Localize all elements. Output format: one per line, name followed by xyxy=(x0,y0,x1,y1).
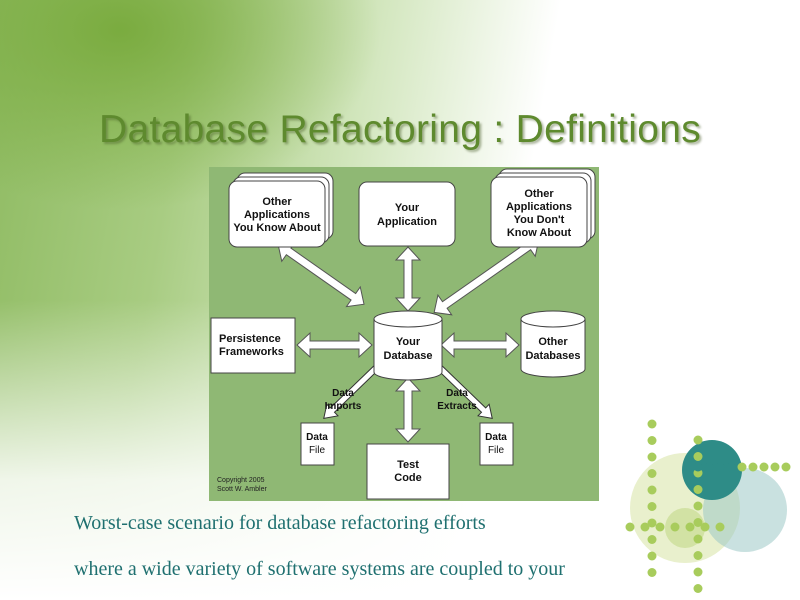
decor-dot xyxy=(655,522,665,532)
decor-dot xyxy=(700,522,710,532)
decor-dot xyxy=(693,584,703,593)
node-other-apps-known: Other Applications You Know About xyxy=(228,172,334,248)
svg-text:Scott W. Ambler: Scott W. Ambler xyxy=(217,486,267,493)
other-db-line-1: Other xyxy=(538,336,568,348)
decor-dot xyxy=(770,462,780,472)
node-data-file-right: Data File xyxy=(479,422,514,466)
decor-dot xyxy=(685,522,695,532)
svg-text:Data: Data xyxy=(306,432,328,443)
arrow-database-otherdbs xyxy=(440,331,520,359)
arrow-database-testcode xyxy=(394,377,422,443)
svg-text:Data: Data xyxy=(446,388,468,399)
arrow-imports xyxy=(323,364,380,420)
known-apps-line-3: You Know About xyxy=(233,222,321,234)
decor-dot xyxy=(625,522,635,532)
persistence-line-1: Persistence xyxy=(219,333,281,345)
other-db-line-2: Databases xyxy=(525,350,580,362)
node-test-code: Test Code xyxy=(366,443,450,500)
decor-dot xyxy=(693,518,703,527)
decor-dot xyxy=(647,469,657,478)
decor-dot xyxy=(693,485,703,494)
decor-dot xyxy=(647,502,657,511)
decor-dot xyxy=(647,452,657,462)
unknown-apps-line-4: Know About xyxy=(507,227,572,239)
decor-dot xyxy=(647,436,657,445)
your-app-line-1: Your xyxy=(395,202,420,214)
decor-dot xyxy=(693,462,703,472)
persistence-line-2: Frameworks xyxy=(219,346,284,358)
known-apps-line-1: Other xyxy=(262,196,292,208)
decor-dot xyxy=(693,452,703,461)
copyright-notice: Copyright 2005 Scott W. Ambler xyxy=(217,477,267,493)
decor-dot xyxy=(647,518,657,528)
svg-text:Data: Data xyxy=(332,388,354,399)
decor-dot xyxy=(693,567,703,577)
decor-dot xyxy=(693,435,703,445)
svg-text:Copyright 2005: Copyright 2005 xyxy=(217,477,265,484)
decor-dot xyxy=(693,501,703,511)
svg-text:File: File xyxy=(309,445,326,456)
unknown-apps-line-2: Applications xyxy=(506,201,572,213)
decor-dot xyxy=(781,462,791,472)
node-your-database: Your Database xyxy=(373,310,443,381)
node-data-file-left: Data File xyxy=(300,422,335,466)
caption-line-1: Worst-case scenario for database refacto… xyxy=(74,512,486,534)
svg-text:Extracts: Extracts xyxy=(437,401,477,412)
unknown-apps-line-3: You Don't xyxy=(514,214,565,226)
arrow-persistence-database xyxy=(296,331,373,359)
svg-text:Test: Test xyxy=(397,459,419,471)
decor-dot xyxy=(640,522,650,532)
your-app-line-2: Application xyxy=(377,216,437,228)
arrows xyxy=(296,246,520,443)
file-arrows xyxy=(323,364,493,420)
decor-dot xyxy=(704,462,714,472)
decor-dot xyxy=(748,462,758,472)
svg-text:Imports: Imports xyxy=(325,401,362,412)
decor-dot xyxy=(647,535,657,544)
known-apps-line-2: Applications xyxy=(244,209,310,221)
svg-text:File: File xyxy=(488,445,505,456)
your-db-line-1: Your xyxy=(396,336,421,348)
node-other-apps-unknown: Other Applications You Don't Know About xyxy=(490,168,596,248)
svg-text:Code: Code xyxy=(394,472,422,484)
decor-dot xyxy=(726,462,736,472)
your-db-line-2: Database xyxy=(384,350,433,362)
node-your-application: Your Application xyxy=(358,181,456,247)
decor-dot xyxy=(670,522,680,532)
svg-text:Data: Data xyxy=(485,432,507,443)
decor-dot xyxy=(647,551,657,561)
decor-dot xyxy=(693,534,703,544)
decor-dots xyxy=(625,419,791,593)
caption-line-2: where a wide variety of software systems… xyxy=(74,558,565,580)
decor-dot xyxy=(647,485,657,495)
decor-dot xyxy=(715,462,725,472)
decor-dot xyxy=(647,419,657,429)
decor-dot xyxy=(647,568,657,577)
arrow-extracts xyxy=(436,364,493,420)
edge-label-data-extracts: Data Extracts xyxy=(437,388,477,412)
node-persistence-frameworks: Persistence Frameworks xyxy=(210,317,296,374)
decor-dot xyxy=(737,462,747,472)
database-coupling-diagram: Other Applications You Know About Your A… xyxy=(209,167,599,501)
decor-dot xyxy=(759,462,769,472)
slide-title: Database Refactoring : Definitions xyxy=(98,108,702,151)
unknown-apps-line-1: Other xyxy=(524,188,554,200)
decorative-circles xyxy=(600,410,800,600)
decor-dot xyxy=(715,522,725,532)
decor-dot xyxy=(693,551,703,560)
node-other-databases: Other Databases xyxy=(520,310,586,378)
edge-label-data-imports: Data Imports xyxy=(325,388,362,412)
